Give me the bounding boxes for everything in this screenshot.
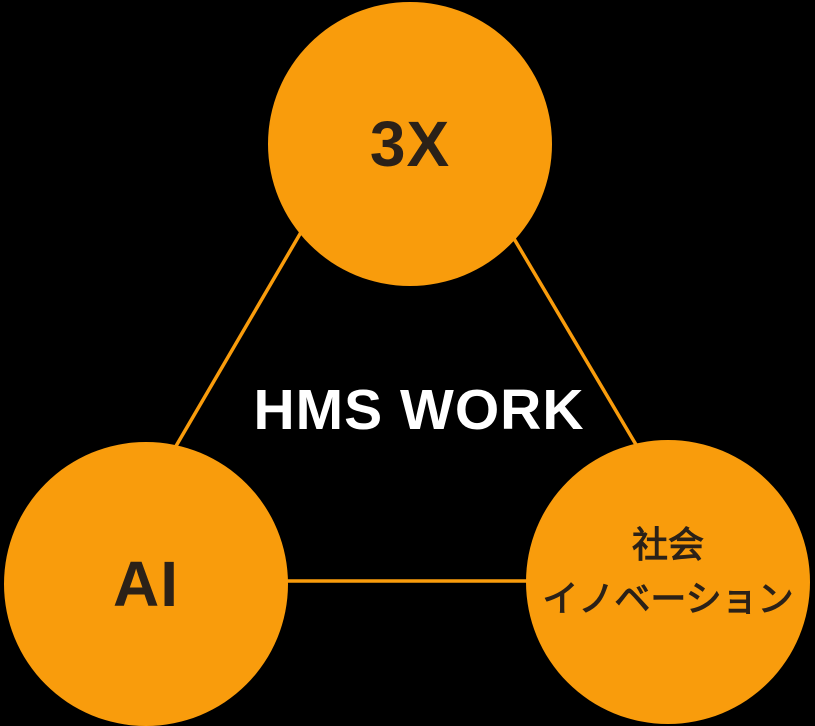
node-3x-label: 3X <box>369 108 451 180</box>
connector-top-to-right <box>498 214 653 471</box>
connector-top-to-left <box>160 209 316 471</box>
node-social-innovation-circle: 社会 イノベーション <box>526 440 810 724</box>
center-title: HMS WORK <box>253 378 585 442</box>
node-ai-label: AI <box>113 548 179 620</box>
node-social-innovation-label: 社会 イノベーション <box>542 524 794 619</box>
node-ai-circle: AI <box>4 442 288 726</box>
node-3x-circle: 3X <box>268 2 552 286</box>
